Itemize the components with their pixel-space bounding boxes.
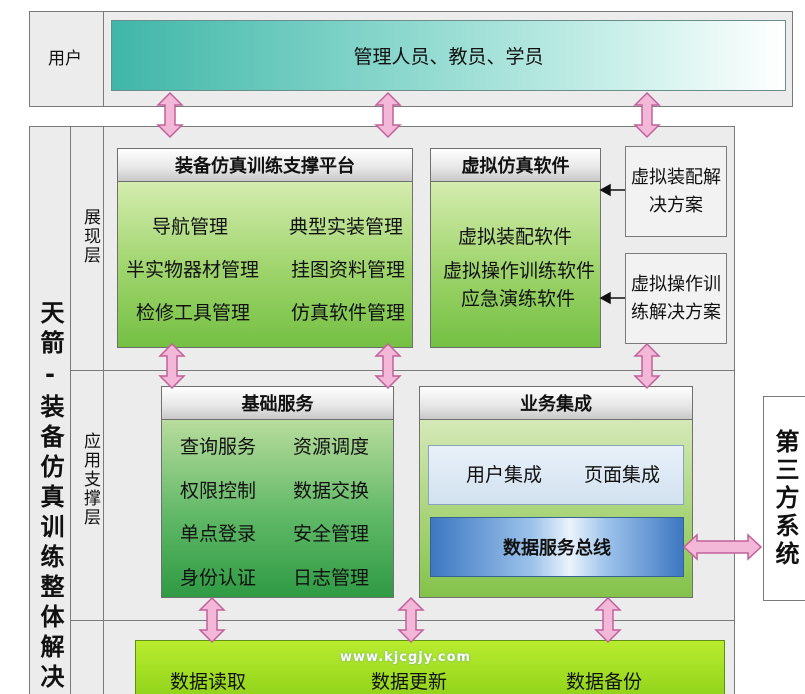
service-item: 安全管理 (293, 523, 370, 545)
application-layer-bottom (70, 620, 735, 621)
user-row-label: 用户 (48, 49, 82, 69)
layer-label-divider (103, 126, 104, 694)
presentation-layer-label: 展现层 (80, 208, 100, 265)
arrow-bus-third-party (682, 533, 763, 561)
data-layer-bar (135, 640, 725, 694)
service-item: 权限控制 (180, 480, 257, 502)
platform-item: 导航管理 (152, 216, 229, 238)
arrow-solutions-business (634, 343, 660, 389)
service-item: 数据交换 (293, 480, 370, 502)
watermark: www.kjcgjy.com (340, 650, 472, 665)
data-service-bus: 数据服务总线 (430, 517, 684, 577)
virtual-software-item: 应急演练软件 (461, 288, 576, 310)
presentation-layer-bottom (70, 370, 735, 371)
data-item: 数据备份 (566, 671, 643, 693)
service-item: 查询服务 (180, 436, 257, 458)
arrow-user-solutions (634, 92, 660, 138)
platform-item: 典型实装管理 (289, 216, 404, 238)
integration-row (428, 445, 684, 505)
solution-title: 天箭-装备仿真训练整体解决 (36, 300, 64, 694)
side-solution-assembly-text: 虚拟装配解决方案 (631, 166, 721, 216)
service-item: 单点登录 (180, 523, 257, 545)
platform-title: 装备仿真训练支撑平台 (118, 149, 412, 182)
virtual-software-box: 虚拟仿真软件 (430, 148, 601, 348)
basic-services-body (162, 420, 393, 597)
service-item: 日志管理 (293, 567, 370, 589)
arrow-user-platform (157, 92, 183, 138)
side-solution-assembly: 虚拟装配解决方案 (625, 146, 727, 237)
service-item: 资源调度 (293, 436, 370, 458)
arrow-platform-services (159, 343, 185, 389)
basic-services-box: 基础服务 (161, 386, 394, 598)
platform-body (118, 182, 412, 347)
side-solution-operation-text: 虚拟操作训练解决方案 (631, 273, 721, 323)
platform-item: 检修工具管理 (136, 302, 251, 324)
service-item: 身份认证 (180, 567, 257, 589)
arrow-business-data (595, 597, 621, 643)
arrowhead-assembly (599, 183, 611, 197)
side-solution-operation: 虚拟操作训练解决方案 (625, 253, 727, 344)
user-integration-label: 用户集成 (466, 464, 543, 486)
user-banner: 管理人员、教员、学员 (111, 20, 786, 91)
arrow-user-software (375, 92, 401, 138)
arrow-services-data-2 (398, 597, 424, 643)
third-party-system: 第三方系统 (763, 396, 805, 601)
application-layer-label: 应用支撑层 (80, 432, 100, 527)
third-party-system-text: 第三方系统 (771, 428, 799, 569)
virtual-software-body (431, 182, 600, 347)
platform-item: 半实物器材管理 (126, 259, 260, 281)
virtual-software-item: 虚拟装配软件 (458, 226, 573, 248)
data-item: 数据读取 (170, 671, 247, 693)
platform-item: 仿真软件管理 (291, 302, 406, 324)
data-item: 数据更新 (371, 671, 448, 693)
arrow-platform-services-2 (375, 343, 401, 389)
page-integration-label: 页面集成 (584, 464, 661, 486)
platform-item: 挂图资料管理 (291, 259, 406, 281)
virtual-software-title: 虚拟仿真软件 (431, 149, 600, 182)
business-integration-title: 业务集成 (420, 387, 692, 420)
user-row-divider (103, 11, 104, 107)
arrowhead-operation (599, 291, 611, 305)
virtual-software-item: 虚拟操作训练软件 (443, 260, 596, 282)
basic-services-title: 基础服务 (162, 387, 393, 420)
solution-title-divider (70, 126, 71, 694)
arrow-services-data (199, 597, 225, 643)
platform-box: 装备仿真训练支撑平台 (117, 148, 413, 348)
